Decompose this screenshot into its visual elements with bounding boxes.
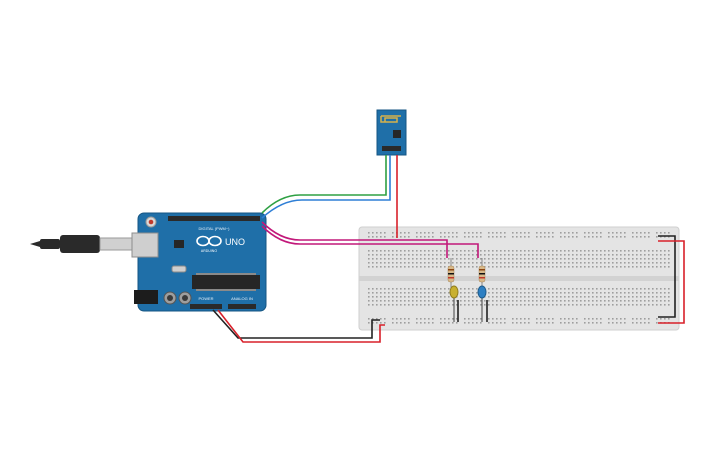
analog-header-label: ANALOG IN xyxy=(231,296,253,301)
resistor-1[interactable] xyxy=(447,258,455,290)
resistor-2[interactable] xyxy=(478,258,486,290)
usb-cable[interactable] xyxy=(30,235,133,253)
digital-header xyxy=(168,216,260,221)
wires xyxy=(212,155,685,343)
led-yellow[interactable] xyxy=(449,285,459,322)
led-blue[interactable] xyxy=(477,285,487,322)
wire-magenta-2[interactable] xyxy=(261,225,479,258)
power-header xyxy=(190,304,222,309)
wire-red-rail[interactable] xyxy=(658,240,685,324)
model-label: UNO xyxy=(225,237,245,247)
wire-blue[interactable] xyxy=(261,155,391,219)
pcb-antenna xyxy=(380,115,401,123)
atmega-chip xyxy=(192,275,260,289)
power-header-label: POWER xyxy=(198,296,213,301)
wire-black-rail[interactable] xyxy=(658,235,676,318)
analog-header xyxy=(228,304,256,309)
brand-label: ARDUINO xyxy=(201,249,217,253)
digital-header-label: DIGITAL (PWM~) xyxy=(199,226,231,231)
wire-magenta-1[interactable] xyxy=(261,221,448,258)
esp8266-module[interactable] xyxy=(376,109,407,156)
arduino-logo xyxy=(196,235,222,247)
breadboard[interactable] xyxy=(358,226,680,331)
arduino-uno-board[interactable]: DIGITAL (PWM~) POWER ANALOG IN UNO ARDUI… xyxy=(131,212,267,312)
wire-black-gnd[interactable] xyxy=(212,309,380,339)
wire-red-5v[interactable] xyxy=(217,309,385,343)
wire-green[interactable] xyxy=(261,155,387,214)
